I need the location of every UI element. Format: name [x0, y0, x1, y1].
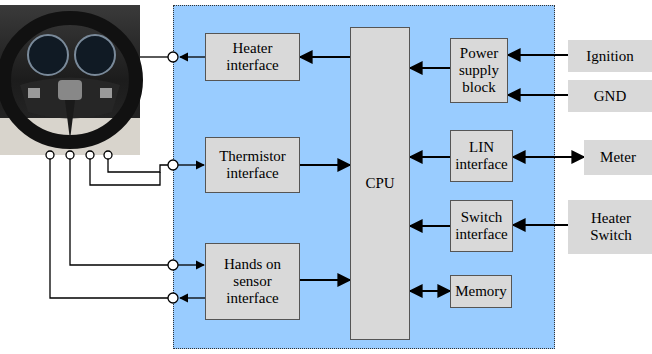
signal-arrow — [513, 156, 584, 158]
signal-arrow — [508, 54, 568, 56]
wheel-wires — [50, 57, 205, 298]
wire-dots — [46, 52, 178, 303]
interface-box: Thermistor interface — [205, 137, 300, 193]
box-label: CPU — [365, 175, 394, 192]
box-label: Heater Switch — [572, 210, 650, 244]
interface-box: Switch interface — [450, 200, 513, 252]
wheel-photo — [0, 5, 140, 155]
signal-arrow — [410, 225, 450, 227]
box-label: GND — [594, 88, 627, 105]
cpu-box: CPU — [350, 27, 410, 340]
memory-box: Memory — [450, 275, 512, 308]
box-label: Switch interface — [455, 209, 508, 243]
signal-arrow — [300, 164, 350, 166]
power-box: Power supply block — [450, 38, 508, 103]
interface-box: LIN interface — [450, 130, 513, 182]
box-label: Thermistor interface — [210, 148, 295, 182]
box-label: Meter — [600, 149, 636, 166]
box-label: Power supply block — [455, 45, 503, 96]
signal-arrow — [410, 67, 450, 69]
external-signal: Ignition — [568, 40, 652, 72]
signal-arrow — [410, 290, 450, 292]
box-label: Hands on sensor interface — [210, 256, 295, 307]
box-label: Ignition — [586, 48, 634, 65]
signal-arrow — [300, 56, 350, 58]
signal-arrow — [508, 94, 568, 96]
interface-box: Hands on sensor interface — [205, 243, 300, 320]
external-signal: Heater Switch — [568, 200, 652, 254]
box-label: Memory — [455, 283, 507, 300]
signal-arrow — [410, 156, 450, 158]
box-label: LIN interface — [455, 139, 508, 173]
external-signal: GND — [568, 80, 652, 112]
signal-arrow — [513, 224, 568, 226]
box-label: Heater interface — [210, 40, 295, 74]
signal-arrow — [300, 279, 350, 281]
external-signal: Meter — [584, 140, 652, 175]
interface-box: Heater interface — [205, 33, 300, 81]
